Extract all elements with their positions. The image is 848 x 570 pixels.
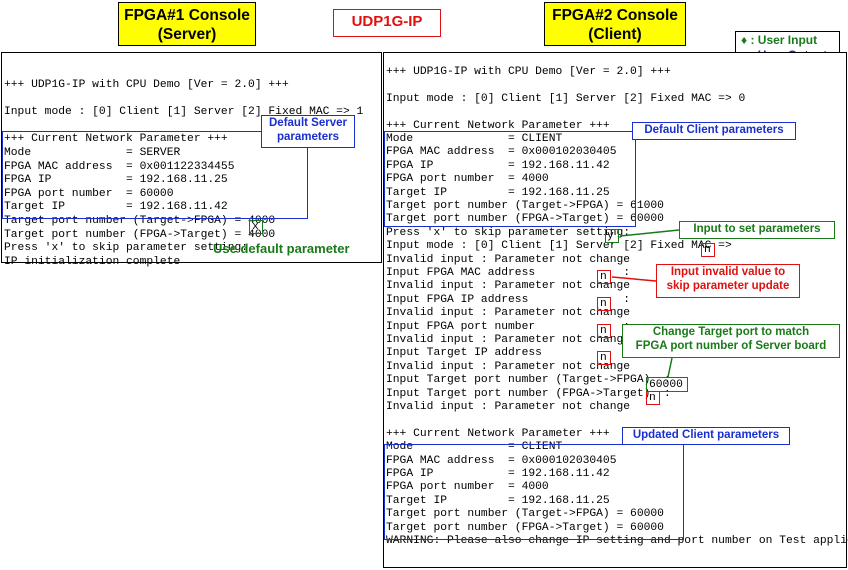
server-skip-input: x: [252, 221, 259, 233]
console-line: WARNING: Please also change IP setting a…: [386, 535, 848, 547]
console-line: FPGA port number = 4000: [386, 173, 549, 186]
console-line: FPGA MAC address = 0x000102030405: [386, 146, 617, 159]
console-line: Invalid input : Parameter not change: [386, 253, 631, 266]
invalid-callout-connector: [611, 276, 657, 282]
console-line: +++ Current Network Parameter +++: [386, 119, 610, 132]
client-console-text: +++ UDP1G-IP with CPU Demo [Ver = 2.0] +…: [386, 66, 848, 566]
client-mac-input-box: [597, 270, 611, 284]
console-line: Press 'x' to skip parameter setting:: [386, 226, 631, 239]
client-skip-input: y: [607, 230, 614, 242]
client-mode-input: n: [704, 244, 711, 256]
console-line: Target port number (Target->FPGA) = 6100…: [386, 200, 664, 212]
console-line: Input mode : [0] Client [1] Server [2] F…: [386, 92, 746, 105]
console-line: FPGA MAC address = 0x000102030405: [386, 454, 617, 467]
client-mode-input-box: [701, 243, 715, 257]
console-line: Target port number (FPGA->Target) = 6000…: [386, 213, 664, 226]
console-line: Mode = SERVER: [4, 147, 181, 159]
console-line: FPGA port number = 4000: [386, 481, 549, 494]
change-port-callout-line1: Change Target port to match: [652, 326, 810, 338]
console-line: Invalid input : Parameter not change: [386, 401, 631, 413]
console-line: IP initialization complete: [4, 255, 181, 268]
console-line: FPGA MAC address = 0x001122334455: [4, 160, 235, 173]
console-line: Mode = CLIENT: [386, 133, 563, 145]
console-line: +++ Current Network Parameter +++: [386, 427, 610, 440]
console-line: Input Target IP address :: [386, 347, 631, 360]
client-title-line2: (Client): [588, 26, 642, 43]
server-title-line2: (Server): [157, 26, 217, 43]
console-line: Input Target port number (FPGA->Target) …: [386, 387, 671, 400]
console-line: Invalid input : Parameter not change: [386, 360, 631, 373]
client-default-params-frame: [384, 131, 636, 227]
client-ip-input-box: [597, 297, 611, 311]
default-server-callout-line1: Default Server: [269, 117, 347, 129]
console-line: Target IP = 192.168.11.25: [386, 494, 610, 507]
client-ip-input: n: [600, 298, 607, 310]
console-line: +++ Current Network Parameter +++: [4, 133, 228, 146]
client-title-line1: FPGA#2 Console: [552, 7, 678, 24]
client-target-ip-input: n: [600, 352, 607, 364]
console-line: Target port number (Target->FPGA) = 6000…: [386, 508, 664, 521]
client-target-port-tx-input-box: [646, 391, 660, 405]
use-default-label: Use default parameter: [213, 241, 350, 256]
console-line: FPGA IP = 192.168.11.42: [386, 159, 610, 172]
server-skip-input-box: [249, 220, 263, 234]
console-line: Input Target port number (Target->FPGA) …: [386, 374, 671, 387]
invalid-input-callout-line1: Input invalid value to: [670, 266, 786, 278]
console-line: FPGA IP = 192.168.11.25: [4, 174, 228, 187]
console-line: FPGA port number = 60000: [4, 187, 174, 200]
client-target-ip-input-box: [597, 351, 611, 365]
input-set-params-callout: Input to set parameters: [679, 221, 835, 239]
console-line: Target IP = 192.168.11.42: [4, 201, 228, 214]
change-port-callout-line2: FPGA port number of Server board: [635, 340, 827, 352]
console-line: Target port number (FPGA->Target) = 4000: [4, 228, 276, 241]
console-line: FPGA IP = 192.168.11.42: [386, 468, 610, 480]
default-server-callout: Default Server parameters: [261, 115, 355, 148]
server-title-line1: FPGA#1 Console: [124, 7, 250, 24]
console-line: Target IP = 192.168.11.25: [386, 186, 610, 199]
change-port-callout-connector: [667, 357, 673, 378]
server-console: [1, 52, 382, 263]
client-port-input-box: [597, 324, 611, 338]
console-line: Input mode : [0] Client [1] Server [2] F…: [386, 240, 732, 253]
default-server-callout-line2: parameters: [276, 131, 339, 143]
console-line: Invalid input : Parameter not change: [386, 334, 631, 346]
client-target-port-rx-input-box: [646, 377, 688, 392]
client-target-port-rx-input: 60000: [649, 379, 683, 391]
console-line: +++ UDP1G-IP with CPU Demo [Ver = 2.0] +…: [4, 79, 289, 91]
server-default-params-frame: [2, 131, 308, 219]
client-mac-input: n: [600, 271, 607, 283]
invalid-input-callout-line2: skip parameter update: [666, 280, 790, 292]
updated-client-callout: Updated Client parameters: [622, 427, 790, 445]
client-console-title: FPGA#2 Console (Client): [544, 2, 686, 46]
console-line: Invalid input : Parameter not change: [386, 280, 631, 293]
client-port-input: n: [600, 325, 607, 337]
legend-user-input: ♦ : User Input: [741, 33, 818, 47]
console-line: Input FPGA IP address :: [386, 293, 631, 306]
console-line: Target port number (FPGA->Target) = 6000…: [386, 521, 664, 534]
console-line: Press 'x' to skip parameter setting:: [4, 242, 249, 255]
default-client-callout: Default Client parameters: [632, 122, 796, 140]
udp1g-ip-title: UDP1G-IP: [333, 9, 441, 37]
client-target-port-tx-input: n: [649, 392, 656, 404]
set-params-callout-connector: [619, 229, 680, 237]
client-skip-input-box: [605, 229, 619, 243]
console-line: Input FPGA MAC address :: [386, 267, 631, 279]
change-port-callout: Change Target port to match FPGA port nu…: [622, 324, 840, 358]
invalid-input-callout: Input invalid value to skip parameter up…: [656, 264, 800, 298]
console-line: Input FPGA port number :: [386, 320, 631, 333]
client-updated-params-frame: [384, 444, 684, 540]
server-console-title: FPGA#1 Console (Server): [118, 2, 256, 46]
console-line: +++ UDP1G-IP with CPU Demo [Ver = 2.0] +…: [386, 66, 671, 78]
